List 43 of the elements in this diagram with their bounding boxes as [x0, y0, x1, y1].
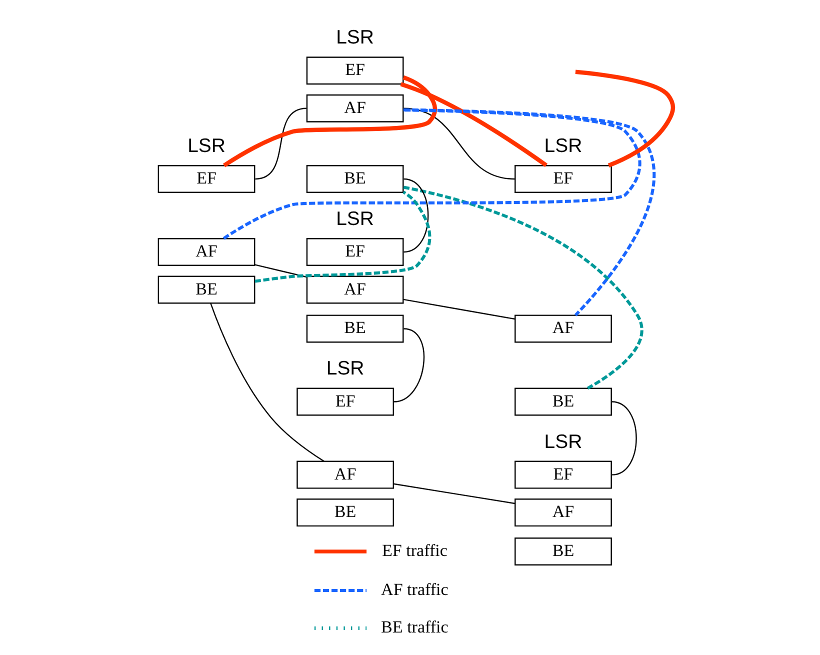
connector — [222, 108, 642, 240]
node-label: LSR — [336, 208, 374, 230]
connector — [255, 108, 306, 180]
node-box: BE — [306, 314, 404, 343]
legend-label: BE traffic — [381, 618, 448, 637]
node-box: EF — [514, 164, 612, 193]
node-box: EF — [296, 388, 394, 416]
node-box: AF — [514, 498, 612, 527]
node-box: EF — [514, 460, 612, 489]
connector — [210, 303, 324, 462]
legend-label: AF traffic — [381, 580, 448, 599]
node-box: EF — [306, 238, 404, 266]
node-box: BE — [514, 388, 612, 416]
connector — [222, 75, 438, 168]
connector — [394, 483, 516, 504]
node-box: BE — [306, 164, 404, 193]
connector — [254, 190, 432, 283]
connector — [404, 108, 515, 180]
connector — [403, 108, 656, 316]
node-box: AF — [306, 94, 404, 122]
node-label: LSR — [188, 134, 226, 157]
node-box: AF — [296, 460, 394, 489]
connector — [254, 264, 307, 278]
node-box: AF — [514, 314, 612, 343]
node-label: LSR — [326, 358, 364, 380]
connector — [575, 70, 676, 168]
node-box: BE — [296, 498, 394, 527]
legend-label: EF traffic — [382, 541, 448, 560]
connector — [612, 401, 637, 476]
connector — [394, 328, 425, 402]
node-box: AF — [158, 238, 256, 266]
node-label: LSR — [544, 134, 582, 157]
node-box: AF — [306, 276, 404, 304]
node-box: EF — [306, 56, 404, 85]
connector — [403, 186, 644, 390]
node-box: BE — [514, 538, 612, 566]
connector — [403, 298, 515, 320]
connector — [404, 178, 429, 253]
node-label: LSR — [544, 430, 582, 453]
node-box: BE — [158, 276, 256, 304]
node-box: EF — [158, 164, 256, 193]
connector — [400, 82, 548, 168]
node-label: LSR — [336, 26, 374, 49]
